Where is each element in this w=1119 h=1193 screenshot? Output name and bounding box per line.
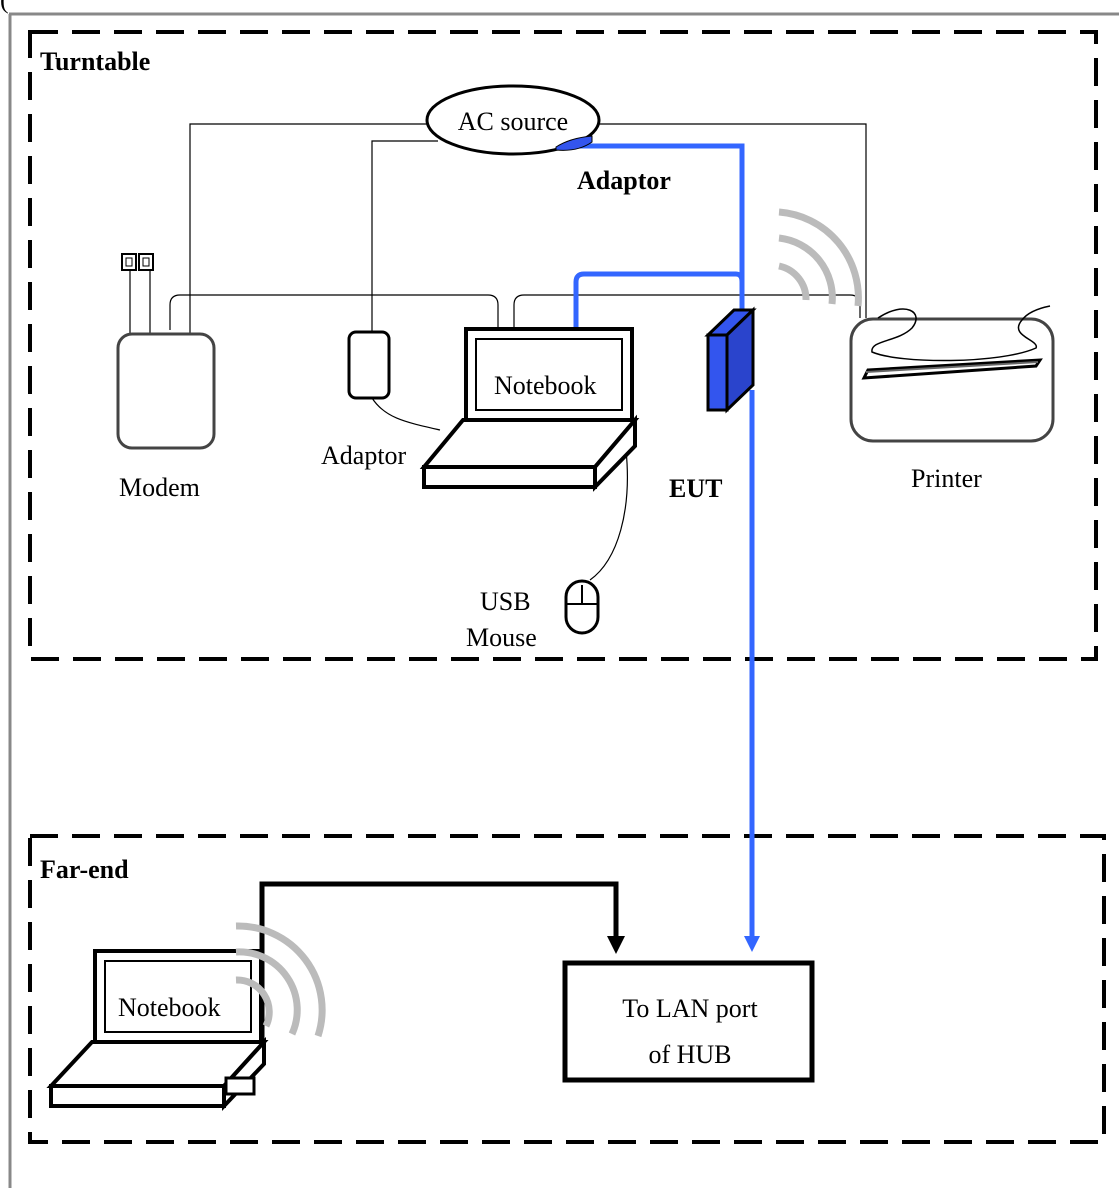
hub-label-line2: of HUB: [648, 1040, 731, 1069]
farend-notebook-label: Notebook: [118, 993, 221, 1022]
header-fragment: (: [0, 0, 9, 14]
adaptor-device: [347, 330, 391, 400]
adaptor-bold-label: Adaptor: [577, 166, 671, 195]
wireless-signal-icon: [778, 208, 862, 307]
notebook-label: Notebook: [494, 371, 597, 400]
mouse-icon: [564, 579, 600, 635]
eut-device: [704, 306, 757, 414]
ac-source-ellipse: [425, 84, 601, 156]
modem-label: Modem: [119, 473, 200, 502]
ac-source-label: AC source: [458, 107, 568, 136]
adaptor-label: Adaptor: [321, 441, 407, 470]
notebook-device: [419, 327, 640, 492]
farend-zone-border: [28, 834, 1106, 1144]
turntable-zone-border: [28, 30, 1098, 661]
printer-device: [849, 305, 1055, 443]
modem-device: [116, 253, 216, 450]
eut-label: EUT: [669, 474, 722, 503]
hub-label-line1: To LAN port: [622, 994, 758, 1023]
printer-label: Printer: [911, 464, 982, 493]
turntable-label: Turntable: [40, 47, 150, 76]
mouse-label: Mouse: [466, 623, 537, 652]
farend-wireless-signal-icon: [235, 922, 326, 1038]
hub-box: [562, 960, 815, 1083]
farend-notebook-device: [46, 949, 269, 1111]
lan-cabling: [556, 143, 760, 952]
plug-icon: [555, 135, 593, 151]
usb-label: USB: [480, 587, 531, 616]
farend-label: Far-end: [40, 855, 129, 884]
